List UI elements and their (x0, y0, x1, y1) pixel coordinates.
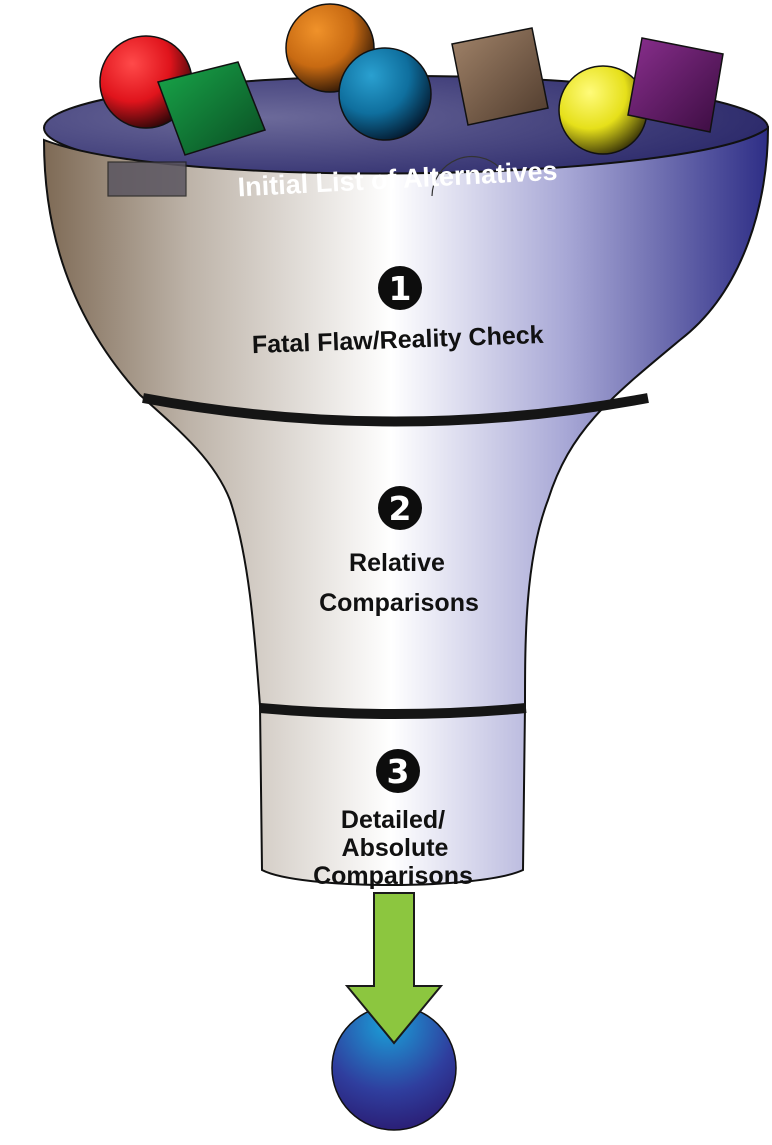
alternative-green-cube (157, 61, 266, 156)
stage-1-number: 1 (389, 269, 412, 308)
stage-2: 2 Relative Comparisons (319, 486, 479, 617)
ghost-sphere-outline (431, 155, 501, 197)
alternative-teal-sphere (338, 47, 432, 141)
stage-3: 3 Detailed/ Absolute Comparisons (313, 749, 473, 890)
stage-2-number: 2 (389, 489, 412, 528)
stage-2-label-line-1: Relative (349, 549, 445, 577)
stage-1-badge (378, 266, 422, 310)
stage-3-label-line-1: Detailed/ (341, 806, 445, 834)
ghost-cube-outline (107, 161, 187, 197)
stage-2-badge (378, 486, 422, 530)
down-arrow-icon (344, 892, 444, 1045)
stage-3-badge (376, 749, 420, 793)
funnel-band-2 (259, 703, 527, 719)
funnel-band-1 (142, 393, 649, 427)
stage-3-label-line-2: Absolute (342, 834, 449, 862)
alternative-brown-cube (451, 27, 549, 126)
stage-3-number: 3 (387, 752, 410, 791)
stage-3-label-line-3: Comparisons (313, 862, 473, 890)
stage-2-label-line-2: Comparisons (319, 589, 479, 617)
alternative-purple-cube (627, 37, 724, 133)
alternatives (99, 3, 724, 156)
